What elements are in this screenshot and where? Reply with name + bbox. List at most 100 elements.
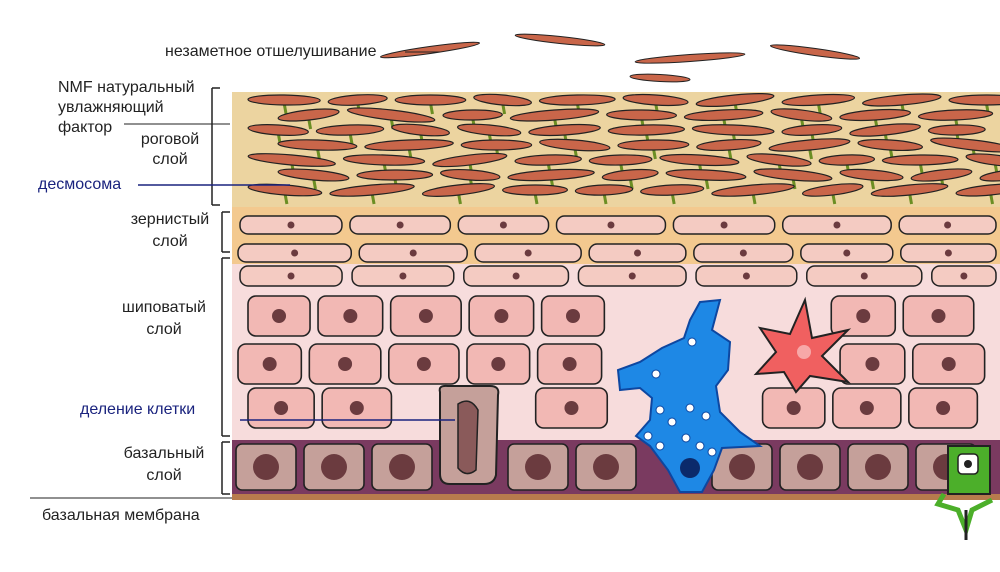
corneocyte	[948, 94, 1000, 106]
granular-cell-nucleus	[944, 221, 952, 229]
nmf-label-line2: увлажняющий	[58, 99, 164, 116]
spinous-cell-nucleus	[565, 309, 580, 323]
spinous-cell-nucleus	[859, 401, 874, 415]
spinous-cell-nucleus	[349, 401, 364, 415]
spinous-cell-nucleus	[338, 357, 353, 371]
spinous-cell-nucleus	[274, 401, 289, 415]
granular-cell-nucleus	[843, 249, 851, 257]
corneocyte	[927, 124, 986, 136]
basale-bracket	[221, 441, 230, 495]
transition-cell-nucleus	[860, 272, 868, 280]
corneocyte	[640, 184, 705, 196]
basal-cell-nucleus	[321, 454, 347, 480]
corneocyte	[965, 153, 1000, 167]
corneocyte	[862, 93, 942, 107]
corneocyte	[753, 168, 833, 182]
stratum-corneum-label-line2: слой	[152, 151, 188, 168]
granular-cell-nucleus	[634, 249, 642, 257]
corneocyte	[881, 154, 959, 166]
corneocyte	[857, 138, 923, 152]
corneocyte	[394, 94, 467, 106]
corneocyte	[606, 109, 677, 121]
nmf-label-line1: NMF натуральный	[58, 79, 195, 96]
corneocyte	[327, 94, 388, 106]
corneocyte	[870, 183, 949, 197]
corneocyte	[539, 138, 611, 152]
melanocyte-nucleus	[797, 345, 811, 359]
spinous-cell-nucleus	[262, 357, 277, 371]
granular-cell-nucleus	[833, 221, 841, 229]
desmosome-label: десмосома	[38, 176, 122, 193]
corneocyte	[574, 184, 634, 196]
spinous-cell-nucleus	[931, 309, 946, 323]
desquamating-flake	[629, 73, 691, 83]
basal-cell-nucleus	[389, 454, 415, 480]
transition-cell-nucleus	[287, 272, 295, 280]
langerhans-cell	[616, 298, 763, 493]
langerhans-nucleus	[680, 458, 700, 478]
corneocyte	[781, 93, 856, 107]
corneocyte	[691, 124, 775, 136]
corneocyte	[442, 109, 503, 121]
basal-cell-nucleus	[729, 454, 755, 480]
stratum-basale-label-line1: базальный	[123, 445, 205, 462]
granular-cell-nucleus	[739, 249, 747, 257]
transition-cell-nucleus	[628, 272, 636, 280]
desquamation-label: незаметное отшелушивание	[165, 43, 377, 60]
birbeck-granule	[651, 369, 661, 379]
desquamating-flake	[514, 33, 606, 47]
stratum-spinosum-label-line1: шиповатый	[122, 299, 206, 316]
birbeck-granule	[687, 337, 697, 347]
granular-cell-nucleus	[607, 221, 615, 229]
corneocyte	[356, 169, 434, 181]
basal-cells	[235, 443, 977, 491]
corneocyte	[315, 124, 385, 136]
nmf-label-line3: фактор	[58, 119, 113, 136]
spinous-cell-nucleus	[941, 357, 956, 371]
stratum-basale-label-line2: слой	[146, 467, 182, 484]
corneocyte	[818, 154, 876, 166]
granular-cell-nucleus	[396, 221, 404, 229]
granular-cell-nucleus	[524, 249, 532, 257]
corneocyte	[930, 137, 1000, 153]
desquamating-flake	[379, 41, 481, 59]
stratum-granulosum-label-line2: слой	[152, 233, 188, 250]
corneocyte	[839, 168, 904, 182]
basal-cell-nucleus	[525, 454, 551, 480]
corneocyte	[538, 94, 616, 106]
corneocyte	[460, 139, 533, 151]
corneocyte	[528, 123, 601, 137]
spinosum-bracket	[221, 257, 230, 437]
corneocyte	[665, 169, 747, 181]
spinous-cell-nucleus	[343, 309, 358, 323]
granular-cell-nucleus	[287, 221, 295, 229]
corneocyte	[346, 107, 436, 123]
spinous-cell-nucleus	[865, 357, 880, 371]
basal-cell-nucleus	[865, 454, 891, 480]
desquamating-flake	[634, 52, 746, 64]
corneocyte	[746, 153, 812, 167]
corneocyte	[364, 139, 454, 151]
corneocyte	[432, 152, 508, 168]
birbeck-granule	[667, 417, 677, 427]
corneocyte	[440, 168, 501, 182]
spinous-cells	[237, 295, 986, 429]
stratum-corneum-label-line1: роговой	[140, 131, 200, 148]
transition-cell-nucleus	[399, 272, 407, 280]
birbeck-granule	[655, 405, 665, 415]
corneocyte	[247, 124, 309, 136]
corneocyte	[473, 93, 532, 107]
corneocyte	[391, 123, 450, 137]
corneocyte	[329, 183, 415, 197]
basal-cell-nucleus	[797, 454, 823, 480]
corneocytes	[247, 92, 1000, 205]
spinous-cell-nucleus	[564, 401, 579, 415]
spinous-cell-nucleus	[936, 401, 951, 415]
corneocyte	[588, 154, 653, 166]
granular-cell-nucleus	[944, 249, 952, 257]
granular-cell-nucleus	[409, 249, 417, 257]
spinous-cell-nucleus	[491, 357, 506, 371]
corneocyte	[781, 124, 843, 136]
merkel-cell	[934, 445, 994, 540]
corneocyte	[801, 183, 864, 197]
